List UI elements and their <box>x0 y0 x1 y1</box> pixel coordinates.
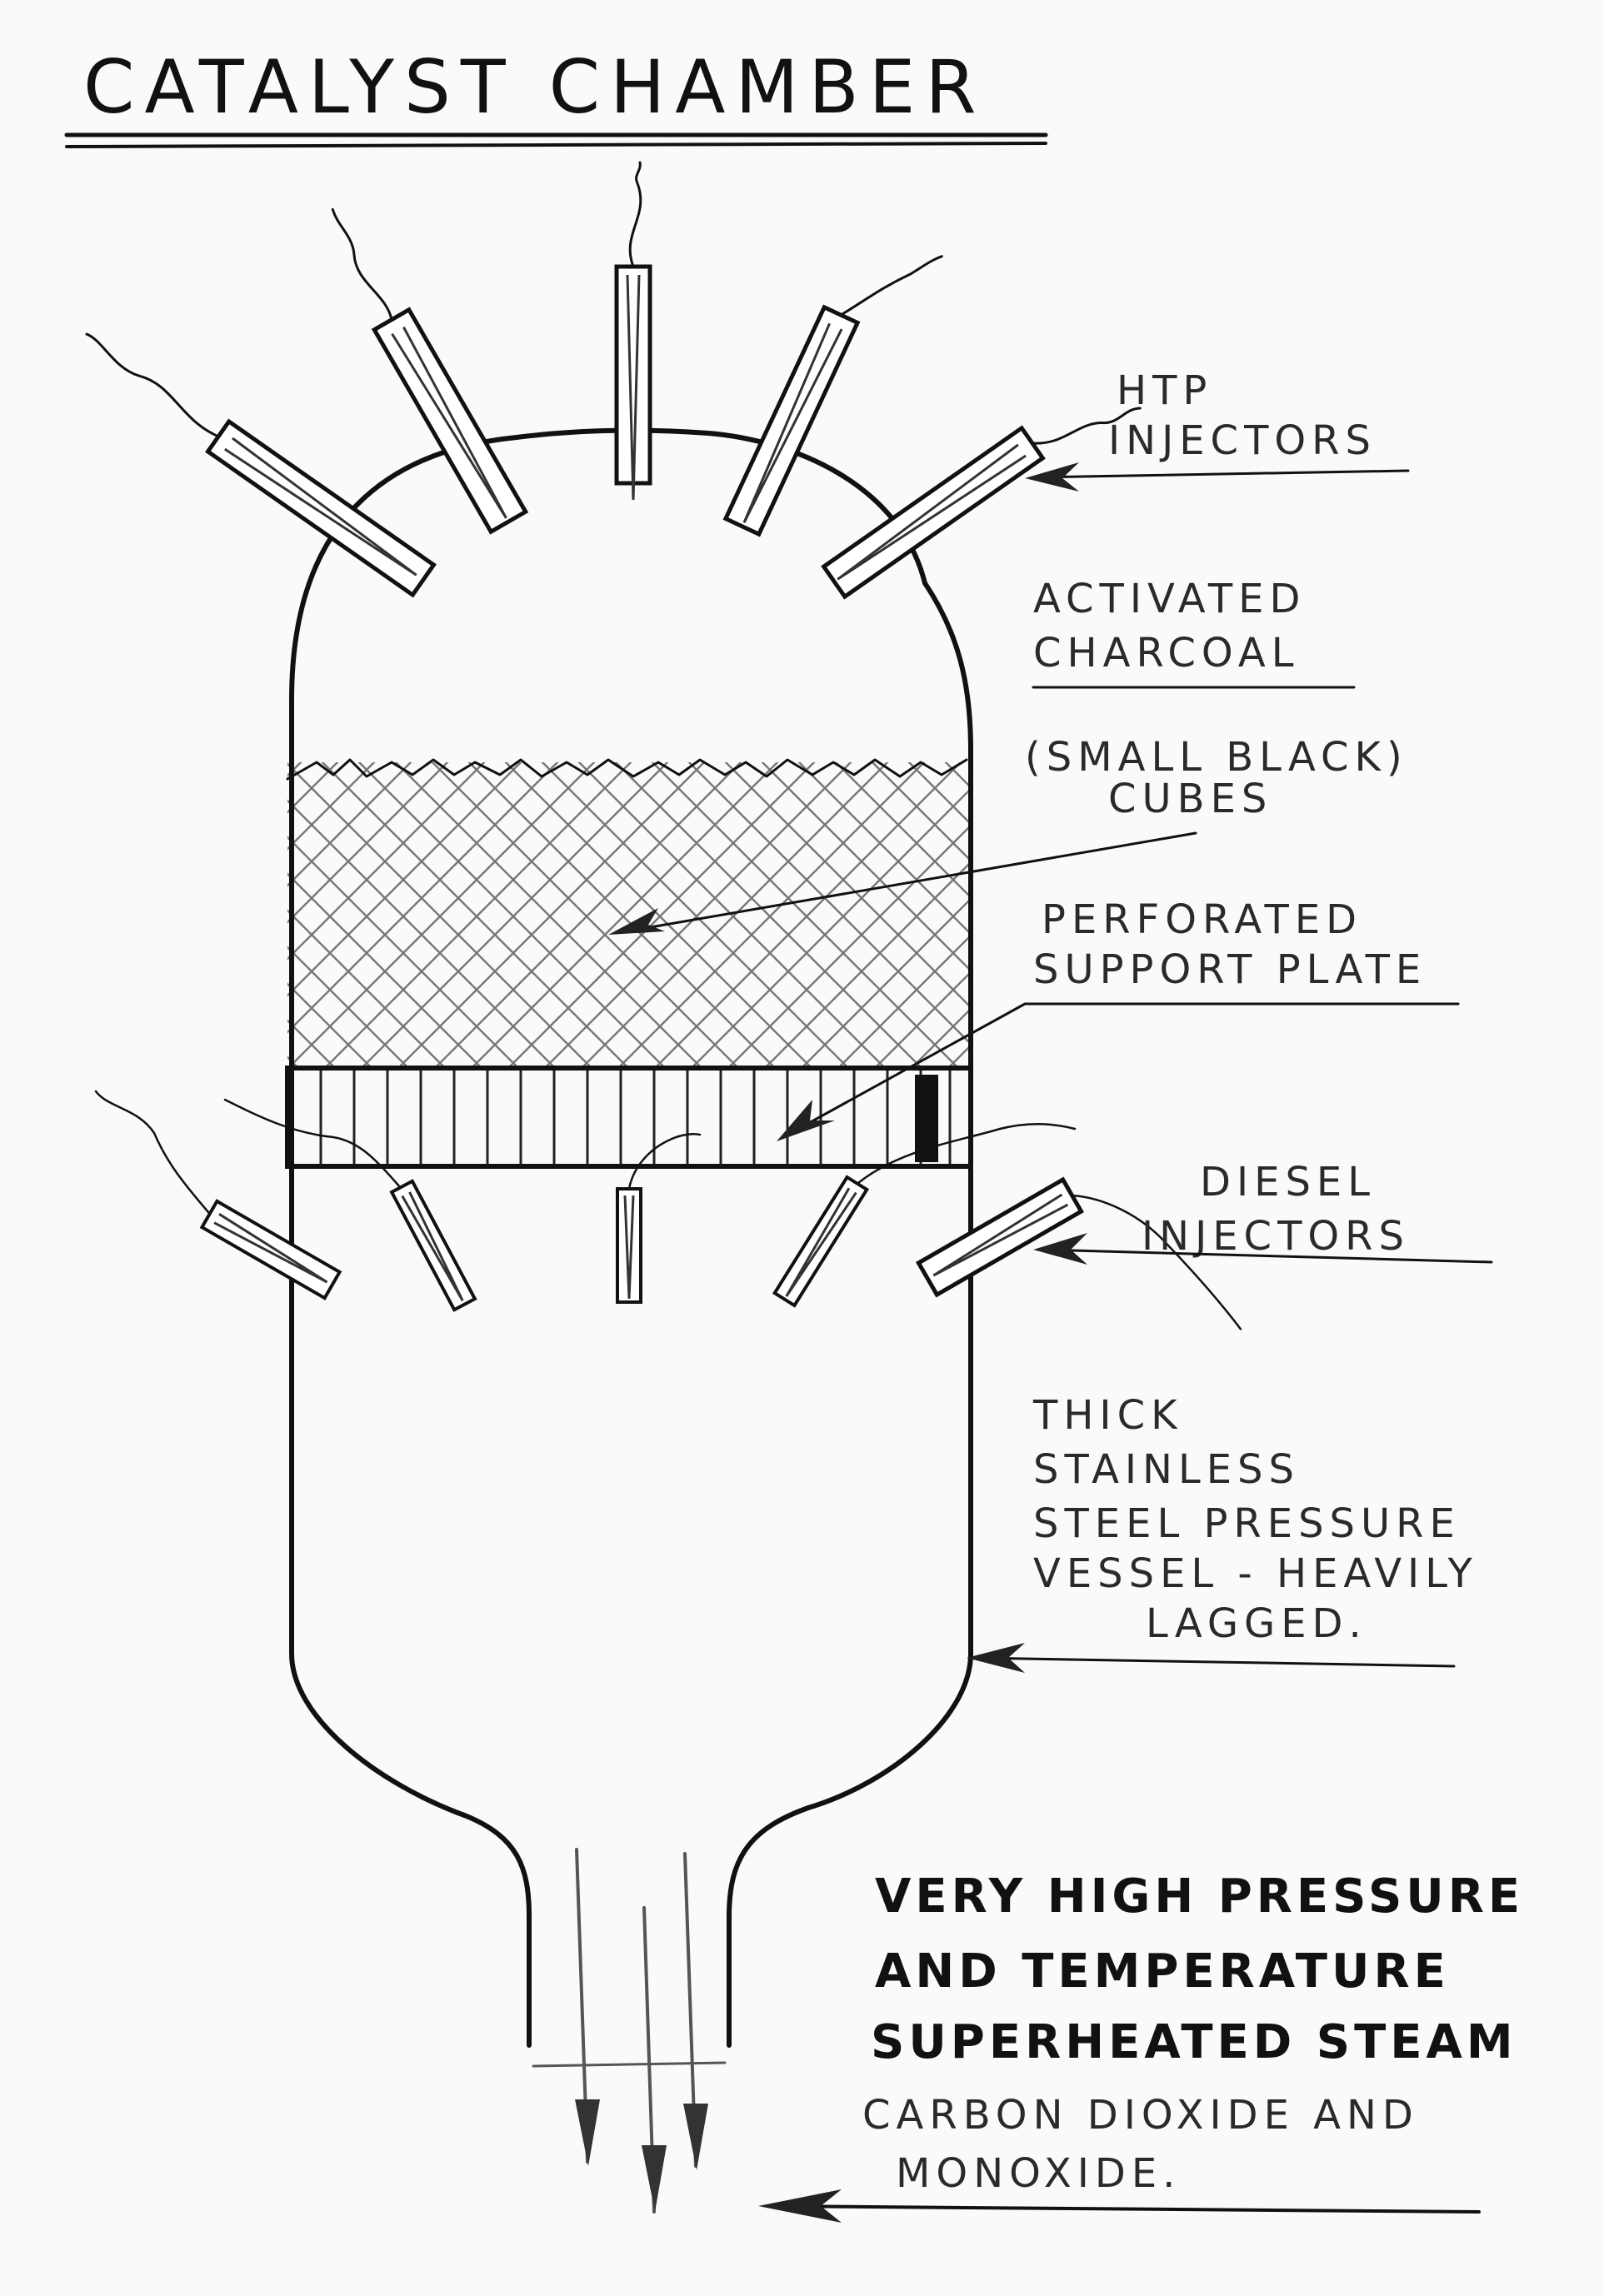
plate-leader-arrowhead <box>777 1100 835 1141</box>
diesel-injector <box>199 1199 342 1300</box>
label-activated-charcoal: ACTIVATED CHARCOAL (SMALL BLACK) CUBES <box>608 576 1408 935</box>
vessel-bottom-right <box>727 1651 973 2048</box>
plate-label-line-1: PERFORATED <box>1042 896 1362 943</box>
diesel-injector-wire <box>857 1122 1077 1185</box>
output-line-3: SUPERHEATED STEAM <box>871 2015 1517 2069</box>
charcoal-leader-line <box>615 831 1197 935</box>
diesel-leader-arrowhead <box>1033 1233 1087 1265</box>
output-leader-arrowhead <box>758 2189 842 2223</box>
diesel-injectors-group <box>94 1090 1242 1330</box>
htp-injector <box>85 332 437 598</box>
label-diesel-injectors: DIESEL INJECTORS <box>1033 1159 1493 1265</box>
htp-injectors-group <box>85 161 1142 600</box>
vessel-label-line-3: STEEL PRESSURE <box>1033 1500 1461 1547</box>
plate-label-line-2: SUPPORT PLATE <box>1033 946 1427 993</box>
charcoal-top-jagged <box>286 758 968 781</box>
htp-injector <box>331 207 529 535</box>
charcoal-note-line-2: CUBES <box>1108 776 1272 822</box>
diesel-injector <box>915 1176 1242 1330</box>
charcoal-note-line-1: (SMALL BLACK) <box>1025 734 1408 781</box>
diesel-leader-line <box>1040 1248 1493 1264</box>
nozzle-outlet-line <box>532 2061 727 2068</box>
output-leader-line <box>765 2204 1481 2214</box>
htp-label-line-1: HTP <box>1117 367 1212 414</box>
diesel-injector-wire <box>94 1090 210 1214</box>
output-line-5: MONOXIDE. <box>896 2150 1181 2197</box>
activated-charcoal-bed <box>287 762 971 1066</box>
vessel-label-line-1: THICK <box>1032 1392 1183 1439</box>
vessel-label-line-5: LAGGED. <box>1146 1600 1367 1647</box>
htp-leader-line <box>1032 469 1410 479</box>
charcoal-label-line-1: ACTIVATED <box>1033 576 1306 622</box>
label-support-plate: PERFORATED SUPPORT PLATE <box>777 896 1460 1141</box>
diesel-injector <box>389 1179 477 1312</box>
htp-injector <box>821 407 1142 600</box>
vessel-leader-arrowhead <box>967 1643 1025 1673</box>
diagram-title: CATALYST CHAMBER <box>64 44 1048 148</box>
diesel-injector <box>616 1187 642 1304</box>
label-output: VERY HIGH PRESSURE AND TEMPERATURE SUPER… <box>758 1869 1524 2223</box>
output-line-1: VERY HIGH PRESSURE <box>875 1869 1524 1924</box>
diesel-label-line-2: INJECTORS <box>1142 1213 1410 1260</box>
vessel-leader-line <box>973 1656 1456 1668</box>
pressure-vessel <box>285 427 973 2214</box>
diesel-label-line-1: DIESEL <box>1200 1159 1376 1205</box>
perforated-support-plate <box>285 1066 973 1169</box>
vessel-label-line-2: STAINLESS <box>1033 1446 1300 1493</box>
diesel-injector <box>772 1175 870 1308</box>
charcoal-leader-arrowhead <box>608 908 665 935</box>
exhaust-arrowheads <box>575 2099 708 2212</box>
diesel-injector-wire <box>627 1133 702 1190</box>
vessel-wall <box>289 427 973 1656</box>
htp-injector <box>614 161 652 501</box>
vessel-bottom-left <box>289 1651 532 2048</box>
plate-leader-line <box>782 1002 1460 1139</box>
htp-leader-arrowhead <box>1025 462 1079 492</box>
page-title: CATALYST CHAMBER <box>83 44 986 130</box>
title-underline-2 <box>65 142 1047 148</box>
label-htp-injectors: HTP INJECTORS <box>1025 367 1410 492</box>
htp-injector <box>722 255 943 537</box>
label-pressure-vessel: THICK STAINLESS STEEL PRESSURE VESSEL - … <box>967 1392 1478 1673</box>
charcoal-label-line-2: CHARCOAL <box>1033 630 1299 676</box>
output-line-2: AND TEMPERATURE <box>875 1944 1450 1999</box>
output-line-4: CARBON DIOXIDE AND <box>862 2092 1419 2139</box>
vessel-label-line-4: VESSEL - HEAVILY <box>1033 1550 1478 1597</box>
exhaust-flow-arrows <box>575 1848 697 2214</box>
diesel-injector-wire <box>223 1098 402 1189</box>
htp-label-line-2: INJECTORS <box>1108 417 1377 464</box>
